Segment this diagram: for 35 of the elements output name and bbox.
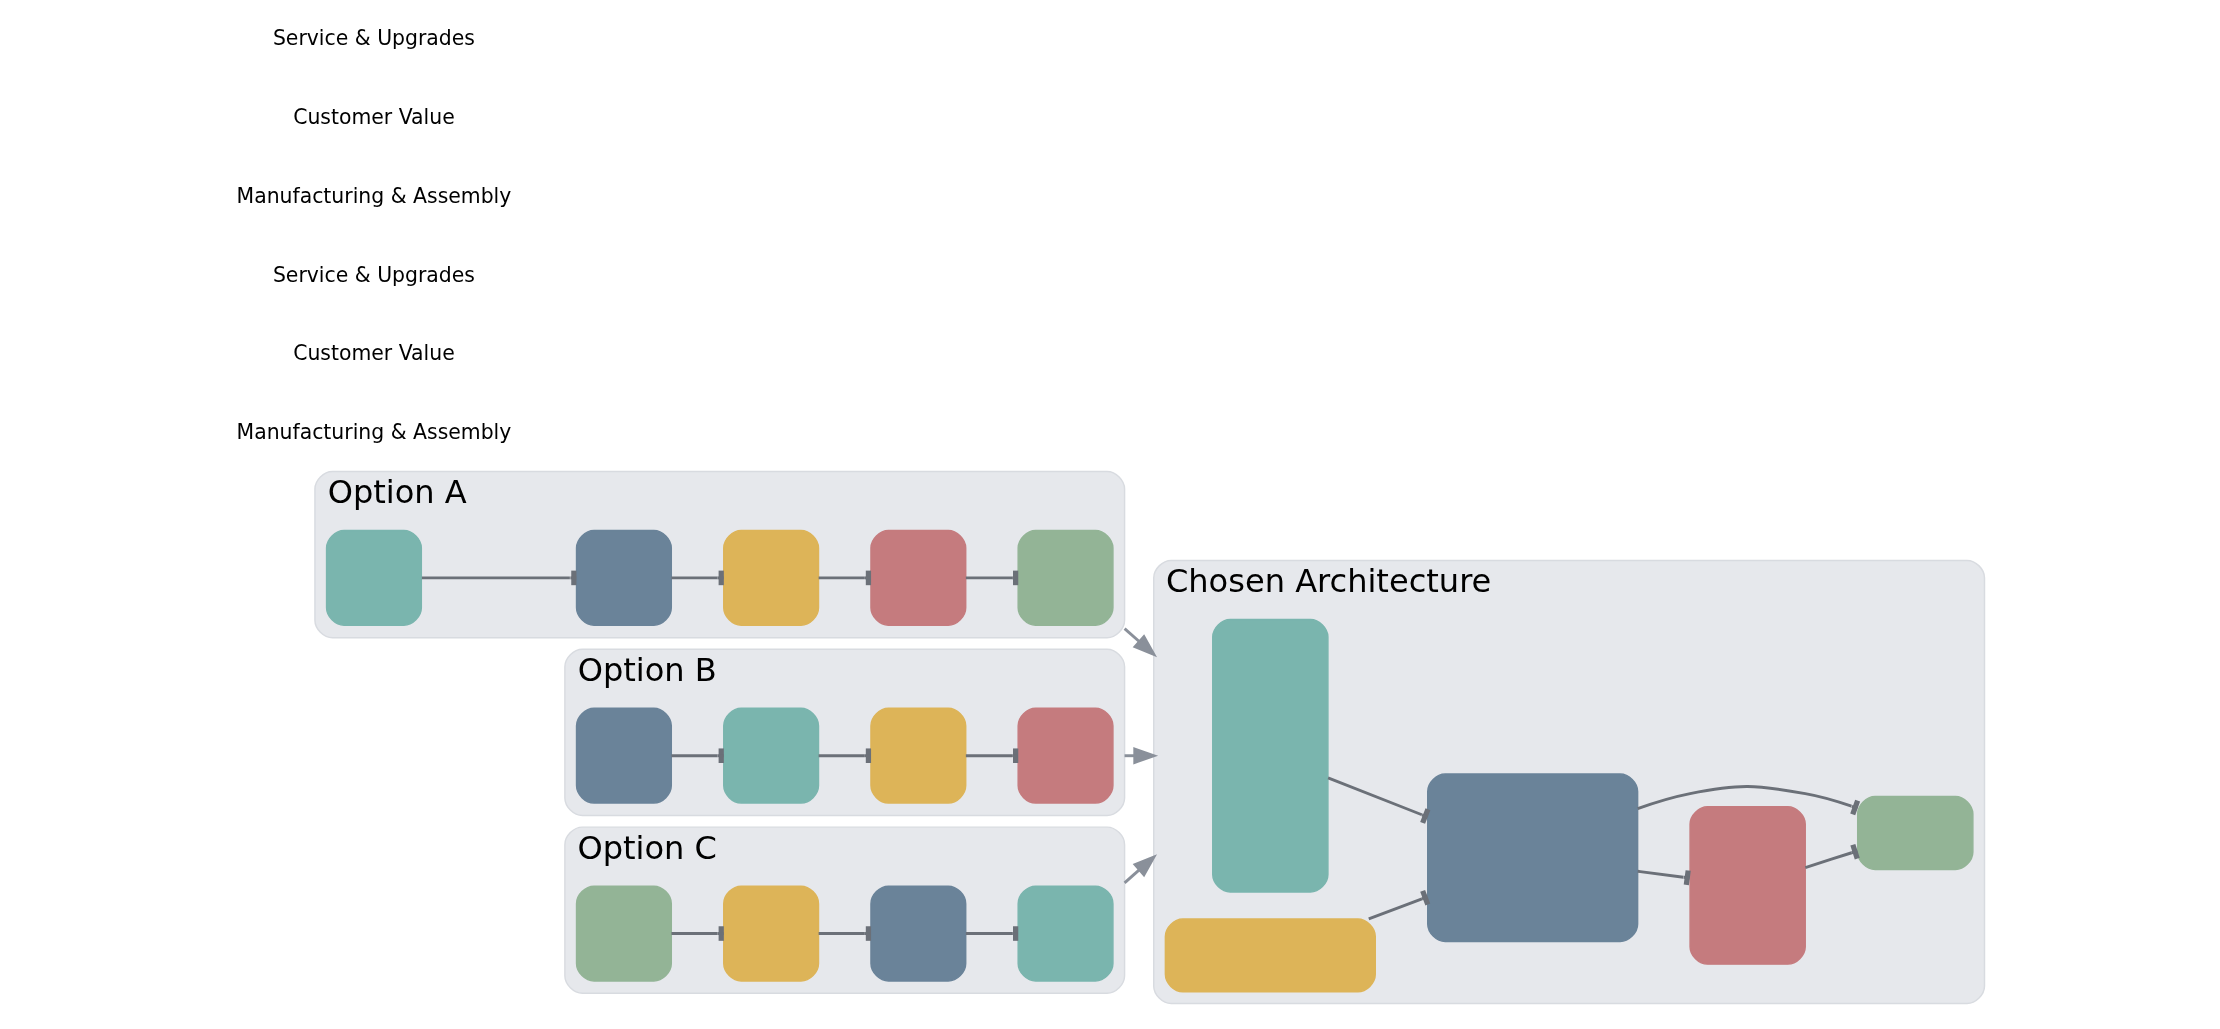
node-box [1212, 618, 1329, 893]
cluster: Option C [564, 826, 1126, 994]
connector [1637, 785, 1861, 816]
cluster: Option B [564, 648, 1126, 817]
label: Customer Value [293, 341, 455, 366]
label: Manufacturing & Assembly [236, 183, 512, 208]
node-box [575, 707, 672, 804]
connector [1327, 776, 1431, 824]
node-box [1689, 806, 1806, 965]
connector [1368, 889, 1431, 921]
node-box [1164, 918, 1376, 993]
node-box [325, 529, 423, 626]
node-box [575, 529, 672, 626]
node-box [1017, 885, 1114, 982]
arrow [1123, 854, 1158, 884]
connector [1804, 843, 1860, 869]
connector [1637, 869, 1691, 886]
node-box [1017, 529, 1114, 626]
node-box [870, 885, 967, 982]
node-box [1427, 773, 1639, 943]
arrow [1123, 627, 1158, 658]
node-box [870, 529, 967, 626]
node-box [723, 885, 820, 982]
node-box [1017, 707, 1114, 804]
label: Customer Value [293, 105, 455, 130]
cluster: Option A [314, 470, 1126, 639]
label: Service & Upgrades [272, 262, 475, 287]
label: Service & Upgrades [272, 26, 475, 51]
node-box [723, 529, 820, 626]
label: Manufacturing & Assembly [236, 420, 512, 444]
node-box [1857, 795, 1974, 871]
node-box [575, 885, 672, 982]
cluster: Chosen Architecture [1153, 559, 1986, 1005]
node-box [870, 707, 967, 804]
node-box [723, 707, 820, 804]
